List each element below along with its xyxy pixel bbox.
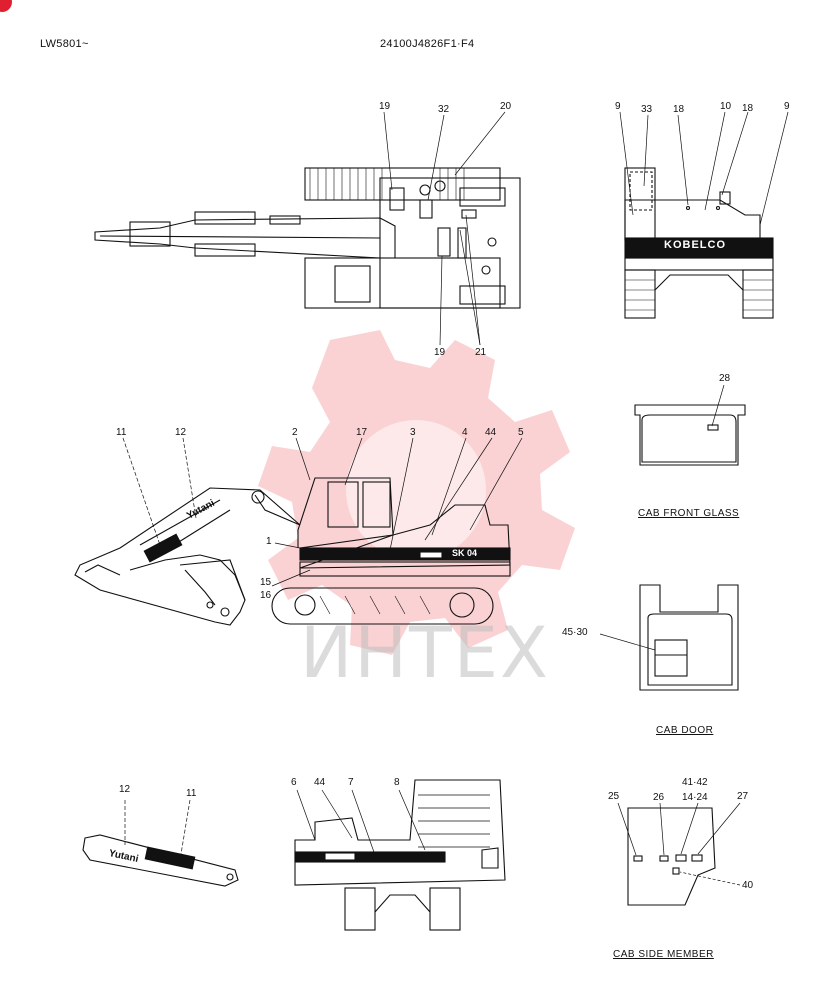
cab-side-member-drawing <box>627 807 716 906</box>
rear-view-callout: 10 <box>720 101 732 112</box>
drawing-code-center: 24100J4826F1·F4 <box>380 38 475 50</box>
side-view-callout: 2 <box>292 427 298 438</box>
top-view-callout: 20 <box>500 101 512 112</box>
rear-view-callout: 9 <box>784 101 790 112</box>
cab-front-glass-callout: 28 <box>719 373 731 384</box>
side-view-callout: 5 <box>518 427 524 438</box>
arm-detail-callout: 11 <box>186 788 197 799</box>
side-model-decal: SK 04 <box>452 548 478 558</box>
cab-side-member-callout: 25 <box>608 791 620 802</box>
cab-side-member-callout: 27 <box>737 791 749 802</box>
rear-side-view-callout: 6 <box>291 777 297 788</box>
cab-front-glass-drawing <box>634 404 746 466</box>
side-view-callout: 3 <box>410 427 416 438</box>
corner-badge <box>0 0 12 12</box>
side-view-drawing <box>74 477 511 626</box>
cab-side-member-callout: 40 <box>742 880 754 891</box>
cab-door-drawing <box>639 584 739 691</box>
cab-side-member-callout: 26 <box>653 792 665 803</box>
rear-view-callout: 9 <box>615 101 621 112</box>
leader-lines <box>122 111 789 886</box>
cab-side-member-callout: 14·24 <box>682 792 708 803</box>
top-view-drawing <box>94 167 521 309</box>
rear-side-view-callout: 44 <box>314 777 326 788</box>
side-view-callout: 17 <box>356 427 368 438</box>
top-view-callout: 21 <box>475 347 487 358</box>
side-view-callout: 1 <box>266 536 272 547</box>
cab-front-glass-caption: CAB FRONT GLASS <box>638 508 740 519</box>
top-view-callout: 19 <box>379 101 391 112</box>
arm-detail-drawing <box>82 834 239 887</box>
rear-view-drawing <box>624 167 774 319</box>
side-view-callout: 44 <box>485 427 497 438</box>
cab-side-member-callout: 41·42 <box>682 777 708 788</box>
top-view-callout: 19 <box>434 347 446 358</box>
rear-side-view-drawing <box>294 779 506 931</box>
top-view-callout: 32 <box>438 104 450 115</box>
arm-detail-callout: 12 <box>119 784 131 795</box>
rear-side-view-callout: 8 <box>394 777 400 788</box>
rear-view-callout: 33 <box>641 104 653 115</box>
side-view-callout: 12 <box>175 427 187 438</box>
rear-view-callout: 18 <box>673 104 685 115</box>
side-view-callout: 16 <box>260 590 272 601</box>
cab-door-caption: CAB DOOR <box>656 725 714 736</box>
cab-door-callout: 45·30 <box>562 627 588 638</box>
side-view-callout: 4 <box>462 427 468 438</box>
side-view-callout: 15 <box>260 577 272 588</box>
watermark-text: ИНТЕХ <box>300 612 550 694</box>
drawing-code-left: LW5801~ <box>40 38 89 50</box>
rear-view-callout: 18 <box>742 103 754 114</box>
rear-side-view-callout: 7 <box>348 777 354 788</box>
cab-side-member-caption: CAB SIDE MEMBER <box>613 949 714 960</box>
side-view-callout: 11 <box>116 427 127 438</box>
rear-kobelco-decal: KOBELCO <box>664 239 726 251</box>
